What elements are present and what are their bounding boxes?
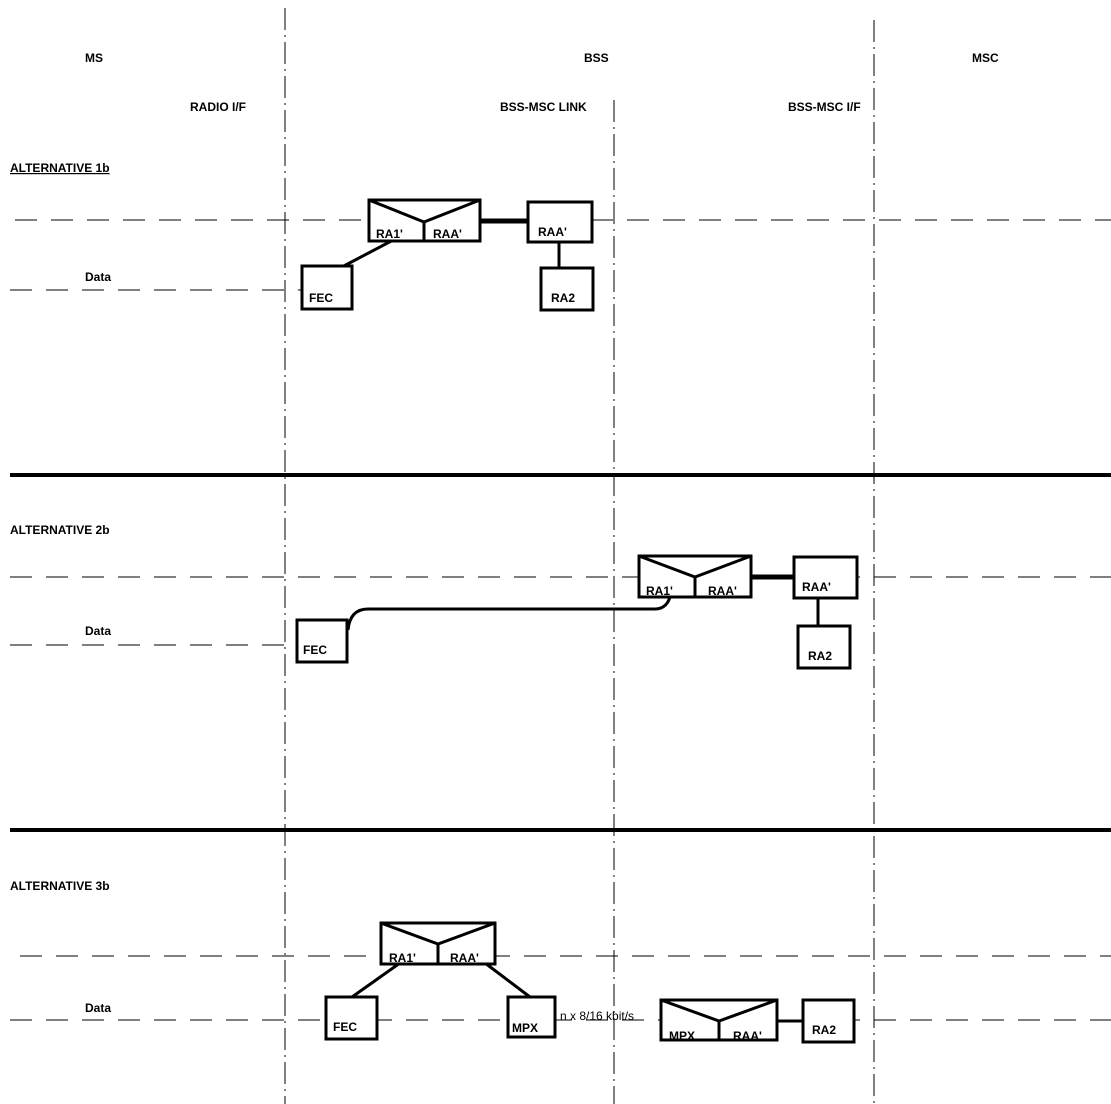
ra2-box: RA2 xyxy=(801,998,856,1044)
section-title: ALTERNATIVE 3b xyxy=(10,879,110,893)
ra1-label: RA1' xyxy=(389,951,416,965)
radio-if-label: RADIO I/F xyxy=(190,100,246,114)
ra1-raa-box: RA1' RAA' xyxy=(379,921,497,966)
link-rate-label: n x 8/16 kbit/s xyxy=(560,1009,634,1023)
section-alternative-1b: ALTERNATIVE 1b Data RA1' RAA' RAA' RA2 xyxy=(10,161,1111,312)
fec-box: FEC xyxy=(324,995,379,1041)
ra2-box: RA2 xyxy=(539,266,595,312)
fec-label: FEC xyxy=(333,1020,357,1034)
ra2-box: RA2 xyxy=(796,624,852,670)
ra2-label: RA2 xyxy=(812,1023,836,1037)
data-label: Data xyxy=(85,624,111,638)
ra1-label: RA1' xyxy=(646,584,673,598)
column-bss: BSS xyxy=(584,51,609,65)
ra1-label: RA1' xyxy=(376,227,403,241)
fec-label: FEC xyxy=(309,291,333,305)
raa-label: RAA' xyxy=(538,225,567,239)
raa-label: RAA' xyxy=(450,951,479,965)
raa-label: RAA' xyxy=(733,1029,762,1043)
mpx-box: MPX xyxy=(506,995,557,1039)
data-label: Data xyxy=(85,270,111,284)
raa-label: RAA' xyxy=(802,580,831,594)
section-title: ALTERNATIVE 2b xyxy=(10,523,110,537)
mpx-raa-box: MPX RAA' xyxy=(659,998,779,1043)
data-label: Data xyxy=(85,1001,111,1015)
fec-label: FEC xyxy=(303,643,327,657)
ra1-raa-box: RA1' RAA' xyxy=(637,554,753,599)
bss-msc-if-label: BSS-MSC I/F xyxy=(788,100,861,114)
ra2-label: RA2 xyxy=(551,291,575,305)
connector xyxy=(351,961,401,999)
bss-msc-link-label: BSS-MSC LINK xyxy=(500,100,587,114)
fec-box: FEC xyxy=(300,264,354,311)
fec-box: FEC xyxy=(295,618,349,664)
connector xyxy=(484,961,531,999)
ra1-raa-box: RA1' RAA' xyxy=(367,198,482,243)
raa-box: RAA' xyxy=(792,555,859,600)
connector xyxy=(346,592,673,631)
raa-label: RAA' xyxy=(433,227,462,241)
section-title: ALTERNATIVE 1b xyxy=(10,161,110,175)
section-alternative-3b: ALTERNATIVE 3b Data RA1' RAA' FEC MPX n … xyxy=(10,879,1111,1044)
raa-label: RAA' xyxy=(708,584,737,598)
mpx-label: MPX xyxy=(512,1021,538,1035)
raa-box: RAA' xyxy=(526,200,594,244)
column-msc: MSC xyxy=(972,51,999,65)
section-alternative-2b: ALTERNATIVE 2b Data RA1' RAA' RAA' RA2 xyxy=(10,523,1111,670)
interface-lines xyxy=(284,8,875,1104)
ra2-label: RA2 xyxy=(808,649,832,663)
mpx-label: MPX xyxy=(669,1029,695,1043)
column-ms: MS xyxy=(85,51,103,65)
connector xyxy=(339,236,398,270)
